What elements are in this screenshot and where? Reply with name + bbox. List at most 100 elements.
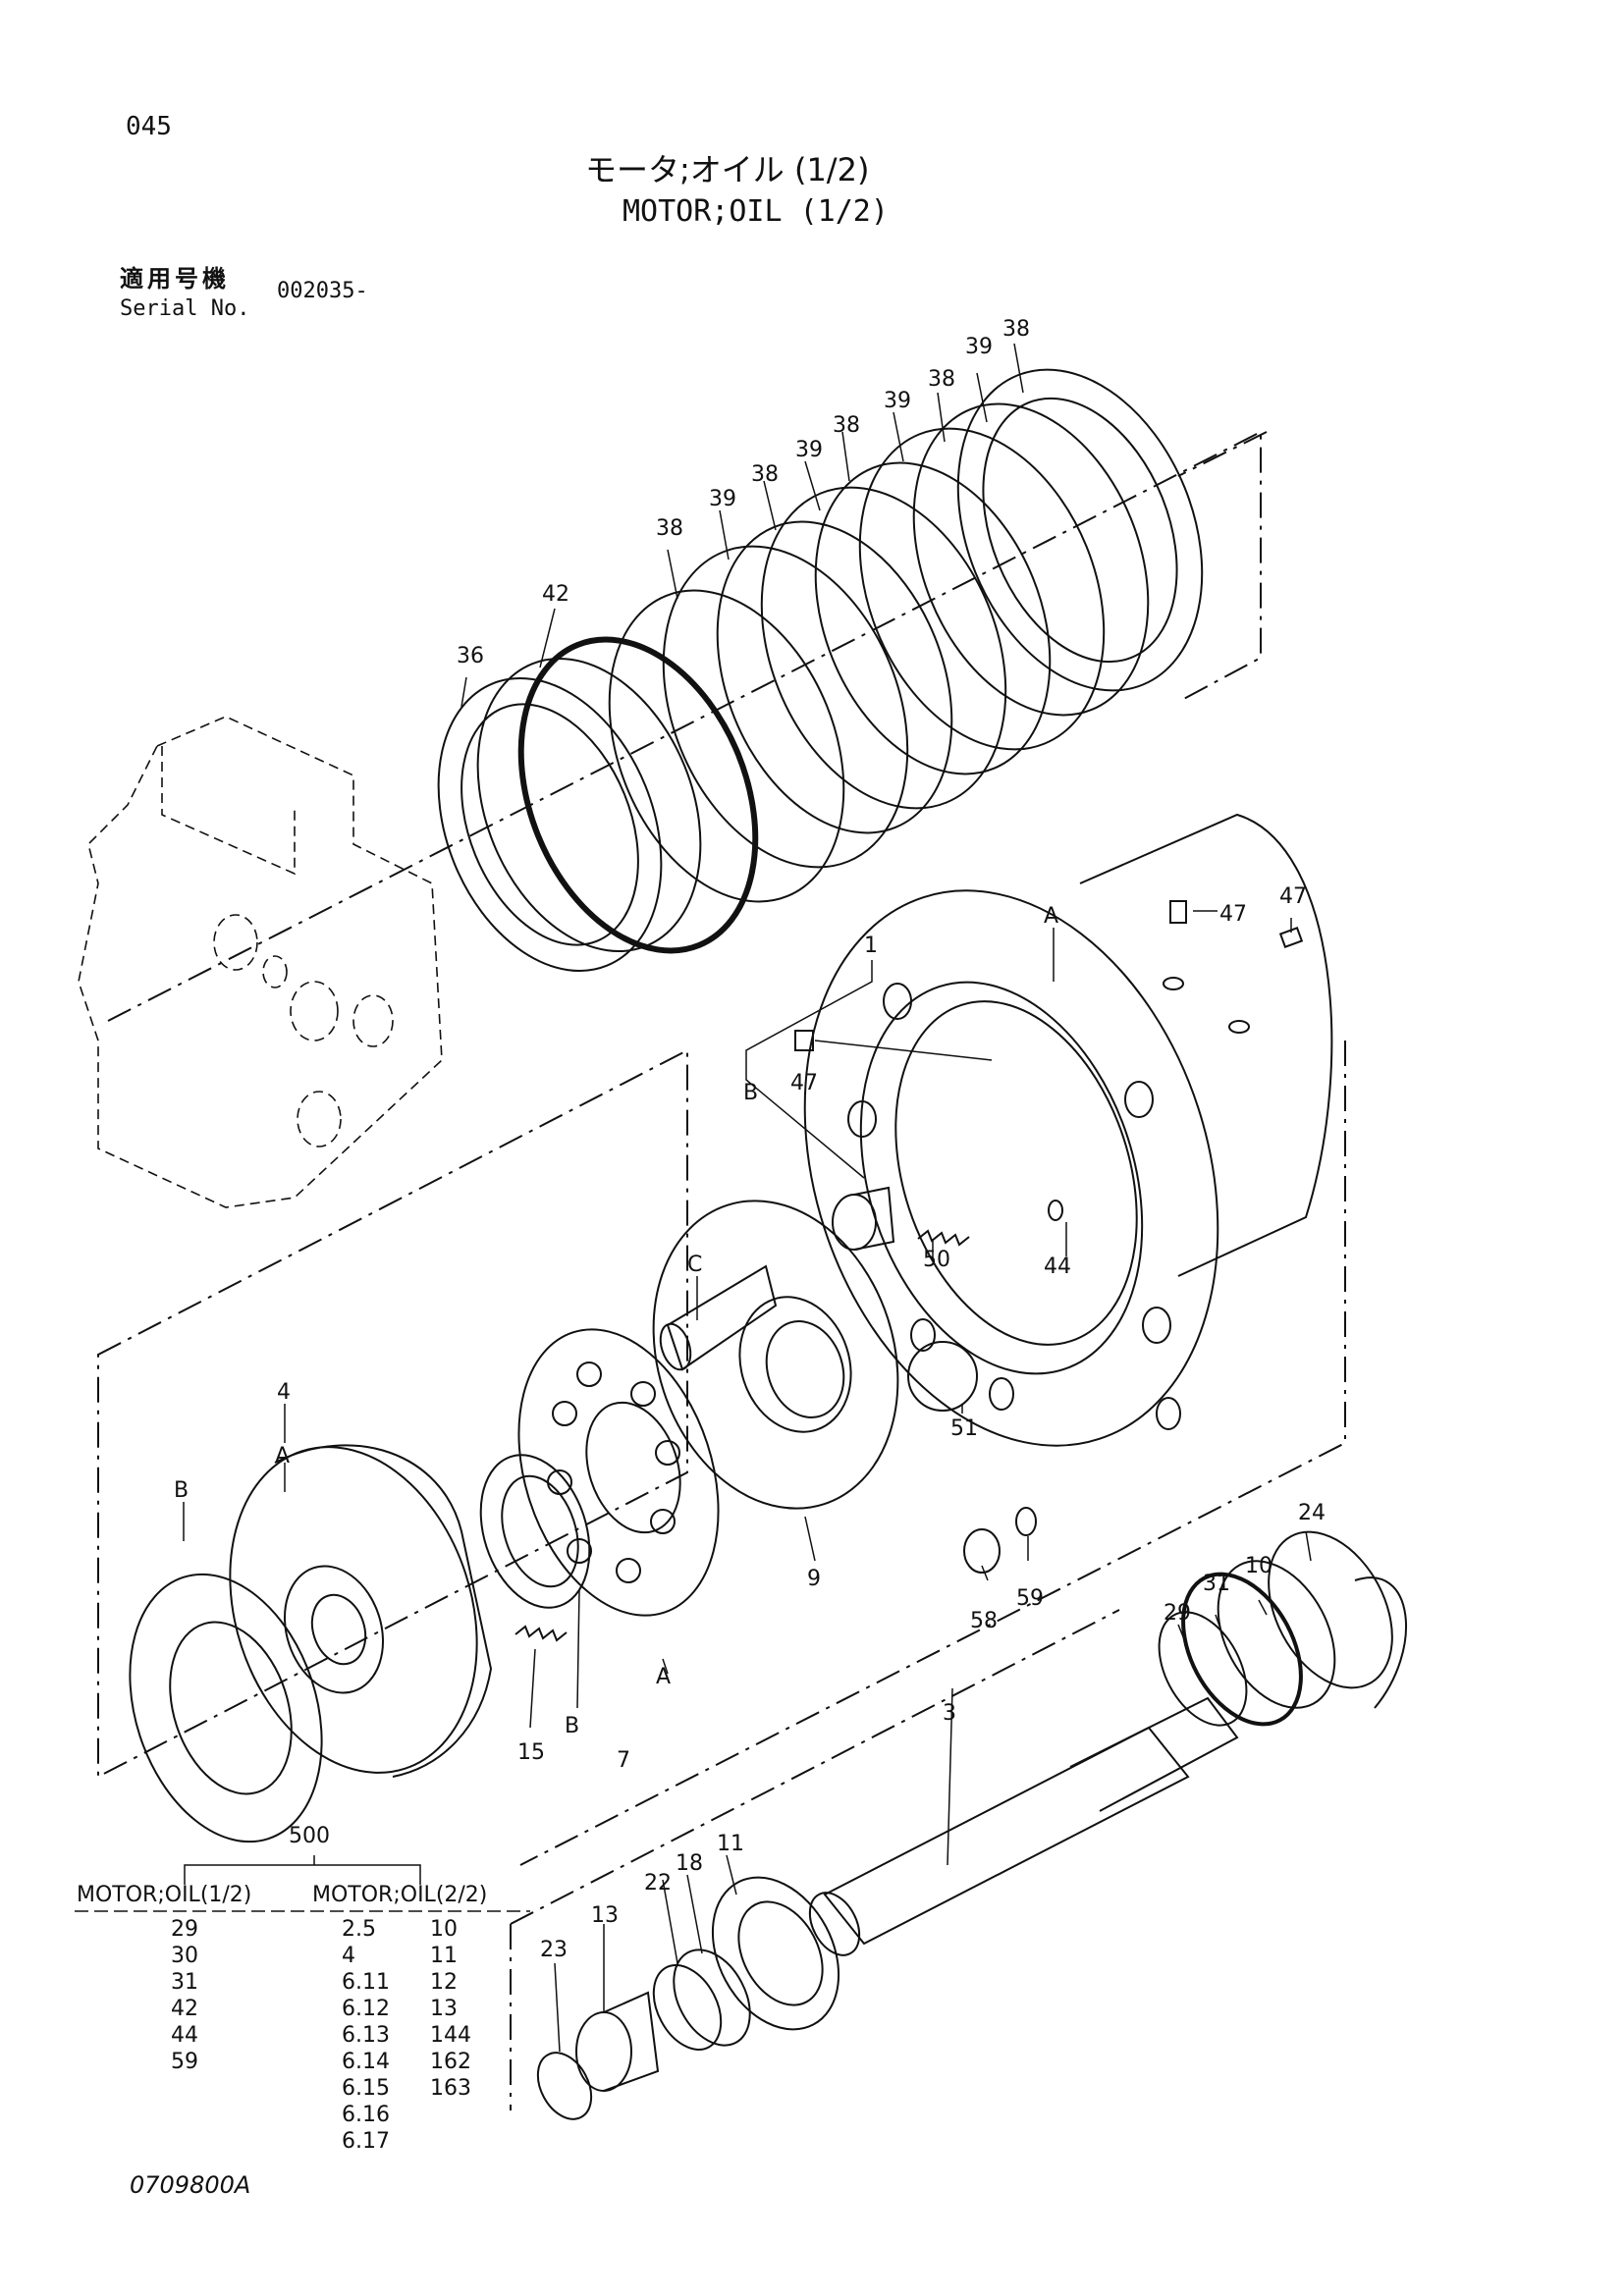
part-29-31-10-seals xyxy=(1158,1530,1408,1727)
callout-ref-a-2: A xyxy=(275,1444,290,1468)
part-51-ball xyxy=(907,1341,978,1412)
callout-59: 59 xyxy=(1016,1586,1044,1611)
callout-4: 4 xyxy=(277,1380,291,1405)
callout-51: 51 xyxy=(950,1416,978,1441)
part-4-cylinder-block xyxy=(229,1444,493,1778)
page-title-jp: モータ;オイル (1/2) xyxy=(585,151,870,188)
kit-col1-header: MOTOR;OIL(1/2) xyxy=(77,1883,252,1907)
callout-38-b: 38 xyxy=(751,462,779,487)
kit-col3-item: 11 xyxy=(430,1944,458,1968)
kit-col1-item: 29 xyxy=(171,1917,198,1942)
callout-36: 36 xyxy=(457,644,484,668)
callout-29: 29 xyxy=(1164,1601,1191,1626)
callout-39-a: 39 xyxy=(709,487,736,511)
part-1-housing xyxy=(803,813,1333,1447)
part-15-spring xyxy=(514,1625,568,1642)
part-58-plug xyxy=(963,1528,1001,1574)
serial-label-jp: 適用号機 xyxy=(120,265,230,293)
callout-38-d: 38 xyxy=(928,367,955,392)
callout-42: 42 xyxy=(542,582,569,607)
kit-col3-item: 13 xyxy=(430,1997,458,2021)
part-a-retainer-plate xyxy=(517,1328,720,1617)
kit-col2-item: 2.5 xyxy=(342,1917,376,1942)
outline-middle-group xyxy=(97,1048,688,1779)
outline-shaft-group xyxy=(510,1609,1120,2110)
kit-col1-item: 44 xyxy=(171,2023,198,2048)
page-number: 045 xyxy=(126,112,172,141)
footer-code: 0709800A xyxy=(130,2171,251,2199)
part-44-oring xyxy=(1048,1200,1063,1221)
callout-47-a: 47 xyxy=(1219,902,1247,927)
callout-39-b: 39 xyxy=(795,438,823,462)
kit-col2-item: 6.14 xyxy=(342,2050,390,2074)
part-3-shaft xyxy=(808,1696,1239,1956)
part-24-snap-ring xyxy=(1354,1576,1408,1709)
kit-col3-item: 162 xyxy=(430,2050,471,2074)
callout-38-c: 38 xyxy=(833,413,860,438)
part-18-ring xyxy=(673,1949,751,2047)
callout-ref-c-1: C xyxy=(687,1253,702,1277)
callout-38-a: 38 xyxy=(656,516,683,541)
callout-11: 11 xyxy=(717,1832,744,1856)
part-b-spherical-bush xyxy=(479,1454,591,1609)
callout-3: 3 xyxy=(943,1701,956,1726)
callout-22: 22 xyxy=(644,1871,672,1896)
kit-col2-item: 6.17 xyxy=(342,2129,390,2154)
kit-col3-item: 163 xyxy=(430,2076,471,2101)
callout-ref-b-2: B xyxy=(174,1478,189,1503)
callout-24: 24 xyxy=(1298,1501,1326,1525)
kit-col2-item: 6.16 xyxy=(342,2103,390,2127)
part-42-oring xyxy=(517,636,759,954)
callout-13: 13 xyxy=(591,1903,619,1928)
callout-47-b: 47 xyxy=(1279,884,1307,909)
valve-cover-phantom xyxy=(78,716,443,1208)
kit-col3-list: 10 11 12 13 144 162 163 xyxy=(430,1916,471,2102)
kit-col2-item: 6.11 xyxy=(342,1970,390,1995)
callout-38-e: 38 xyxy=(1002,317,1030,342)
callout-50: 50 xyxy=(923,1248,950,1272)
kit-col2-item: 4 xyxy=(342,1944,355,1968)
kit-col2-list: 2.5 4 6.11 6.12 6.13 6.14 6.15 6.16 6.17 xyxy=(342,1916,390,2155)
part-piston-barrel xyxy=(832,1186,895,1251)
part-47-plug-b xyxy=(1169,900,1187,924)
callout-18: 18 xyxy=(676,1851,703,1876)
callout-58: 58 xyxy=(970,1609,998,1633)
kit-col2-item: 6.13 xyxy=(342,2023,390,2048)
callout-ref-a-3: A xyxy=(656,1665,671,1689)
callout-15: 15 xyxy=(517,1740,545,1765)
part-23-snap-ring xyxy=(536,2052,593,2120)
outline-housing-group xyxy=(519,1041,1346,1866)
callout-7: 7 xyxy=(617,1748,630,1773)
kit-col3-item: 10 xyxy=(430,1917,458,1942)
serial-label-en: Serial No. xyxy=(120,296,250,321)
callout-10: 10 xyxy=(1245,1554,1272,1578)
callout-ref-a-1: A xyxy=(1044,904,1058,929)
kit-col1-item: 30 xyxy=(171,1944,198,1968)
part-b-swash xyxy=(129,1573,323,1843)
callout-39-d: 39 xyxy=(965,335,993,359)
kit-col1-list: 29 30 31 42 44 59 xyxy=(171,1916,198,2075)
kit-number: 500 xyxy=(289,1824,330,1848)
callout-9: 9 xyxy=(807,1567,821,1591)
kit-col2-header: MOTOR;OIL(2/2) xyxy=(312,1883,488,1907)
callout-ref-b-3: B xyxy=(565,1714,579,1738)
callout-31: 31 xyxy=(1203,1572,1230,1596)
callout-1: 1 xyxy=(864,934,878,958)
kit-col3-item: 144 xyxy=(430,2023,471,2048)
kit-col1-item: 42 xyxy=(171,1997,198,2021)
part-50-spring xyxy=(917,1229,970,1247)
part-22-snap-ring xyxy=(652,1964,723,2051)
kit-col3-item: 12 xyxy=(430,1970,458,1995)
callout-39-c: 39 xyxy=(884,389,911,413)
callout-47-c: 47 xyxy=(790,1071,818,1095)
kit-col1-item: 31 xyxy=(171,1970,198,1995)
part-47-plug-c xyxy=(1278,927,1304,948)
part-13-collar xyxy=(575,1991,660,2092)
callout-23: 23 xyxy=(540,1938,568,1962)
callout-ref-b-1: B xyxy=(743,1081,758,1105)
kit-col2-item: 6.15 xyxy=(342,2076,390,2101)
part-59-oring xyxy=(1015,1507,1037,1536)
part-c-pin xyxy=(659,1264,778,1371)
outline-top-group xyxy=(107,430,1262,1022)
